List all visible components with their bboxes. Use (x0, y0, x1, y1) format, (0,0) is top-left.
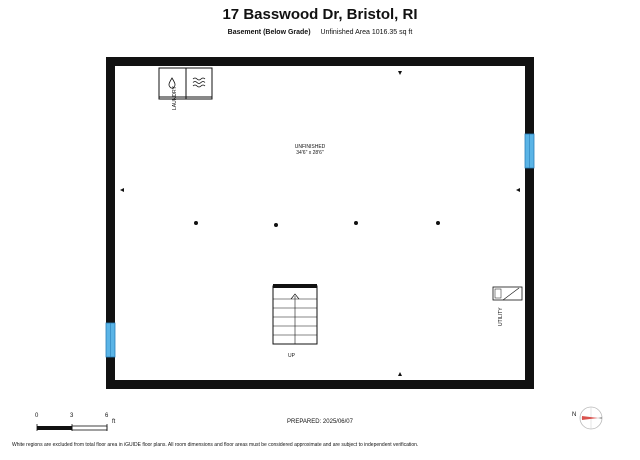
dimension-marker (120, 188, 124, 192)
prepared-date: PREPARED: 2025/06/07 (287, 419, 353, 425)
room-label-unfinished: UNFINISHED 34'6" x 28'6" (270, 144, 350, 156)
scale-bar (36, 424, 108, 431)
wave-icon (192, 77, 206, 88)
room-label-laundry: LAUNDRY (172, 86, 178, 110)
scale-label: 0 (35, 413, 39, 419)
property-address-title: 17 Basswood Dr, Bristol, RI (222, 6, 418, 23)
exterior-wall (106, 57, 534, 389)
room-label-utility: UTILITY (498, 307, 504, 326)
area-summary: Unfinished Area 1016.35 sq ft (320, 29, 413, 36)
support-post (274, 223, 278, 227)
stairs (272, 284, 318, 345)
dimension-marker (516, 188, 520, 192)
floor-subtitle: Basement (Below Grade) Unfinished Area 1… (0, 29, 640, 36)
compass-icon (579, 406, 603, 430)
compass-north-label: N (572, 412, 577, 418)
dimension-marker (398, 372, 402, 376)
scale-label: 3 (70, 413, 74, 419)
washer-dryer (158, 67, 213, 100)
support-post (354, 221, 358, 225)
scale-label: 6 (105, 413, 109, 419)
stairs-label: UP (288, 353, 295, 359)
support-post (436, 221, 440, 225)
room-dimensions: 34'6" x 28'6" (296, 150, 324, 156)
dimension-marker (398, 71, 402, 75)
water-drop-icon (168, 77, 176, 89)
support-post (194, 221, 198, 225)
scale-unit: ft (112, 419, 116, 425)
disclaimer: White regions are excluded from total fl… (12, 442, 419, 448)
level-name: Basement (Below Grade) (227, 29, 311, 36)
utility-equipment (492, 286, 523, 301)
